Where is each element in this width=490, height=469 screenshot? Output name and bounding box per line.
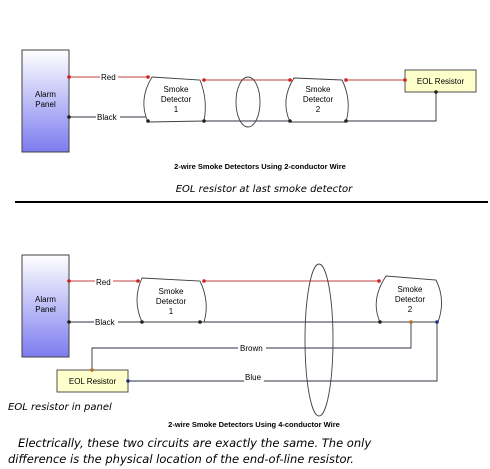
- red-wire-1-label: Red: [101, 73, 116, 82]
- alarm-panel-2-label-line1: Alarm: [35, 295, 56, 304]
- blue-wire-2-label: Blue: [245, 373, 262, 382]
- cable-bundle-1: [235, 76, 261, 128]
- smoke-detector-2-2-line3: 2: [408, 305, 413, 314]
- eol-resistor-2-label: EOL Resistor: [69, 377, 117, 386]
- black-wire-1c: [346, 92, 437, 122]
- smoke-detector-2-1-line3: 1: [169, 307, 174, 316]
- smoke-detector-2-1-line1: Smoke: [159, 287, 184, 296]
- explanation-note-line1: Electrically, these two circuits are exa…: [18, 436, 371, 450]
- smoke-detector-2-1: [136, 277, 207, 323]
- brown-wire-2-label: Brown: [240, 344, 263, 353]
- black-wire-1-label: Black: [97, 113, 118, 122]
- smoke-detector-1-1-line1: Smoke: [164, 85, 189, 94]
- diagram-1-title: 2-wire Smoke Detectors Using 2-conductor…: [174, 162, 346, 171]
- blue-wire-2: [128, 322, 438, 382]
- alarm-panel-1: [21, 49, 70, 153]
- eol-resistor-1-label: EOL Resistor: [417, 77, 465, 86]
- smoke-detector-2-2-line1: Smoke: [398, 285, 423, 294]
- diagram-2: Alarm Panel Red Black Brown Blue Smoke D…: [8, 254, 442, 429]
- smoke-detector-1-2-line3: 2: [316, 105, 321, 114]
- smoke-detector-1-1-line3: 1: [174, 105, 179, 114]
- smoke-detector-1-2-line1: Smoke: [306, 85, 331, 94]
- alarm-panel-2: [21, 254, 70, 358]
- smoke-detector-1-1-line2: Detector: [161, 95, 192, 104]
- alarm-panel-1-label-line2: Panel: [35, 100, 56, 109]
- black-wire-2-label: Black: [95, 318, 116, 327]
- red-wire-2-label: Red: [96, 278, 111, 287]
- cable-bundle-2: [304, 263, 334, 417]
- explanation-note-line2: difference is the physical location of t…: [8, 452, 354, 466]
- smoke-detector-2-1-line2: Detector: [156, 297, 187, 306]
- smoke-detector-1-2-line2: Detector: [303, 95, 334, 104]
- alarm-panel-2-label-line2: Panel: [35, 305, 56, 314]
- diagram-2-title: 2-wire Smoke Detectors Using 4-conductor…: [168, 420, 340, 429]
- diagram-1-caption: EOL resistor at last smoke detector: [176, 184, 353, 195]
- smoke-detector-2-2-line2: Detector: [395, 295, 426, 304]
- diagram-2-caption: EOL resistor in panel: [8, 402, 112, 413]
- diagram-1: Alarm Panel Red Black Smoke Detector 1 S…: [21, 49, 477, 195]
- alarm-panel-1-label-line1: Alarm: [35, 90, 56, 99]
